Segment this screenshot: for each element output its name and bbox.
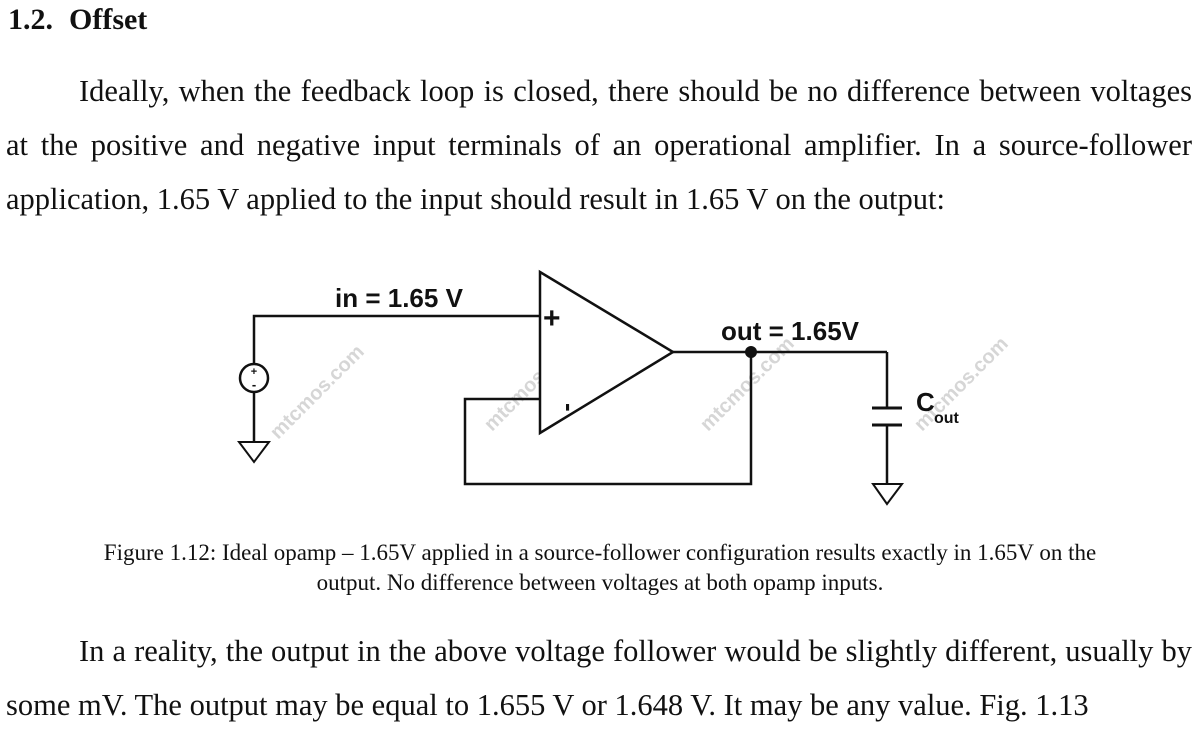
section-title: Offset xyxy=(69,3,148,36)
opamp-minus-label: - xyxy=(555,403,585,412)
capacitor-label: C xyxy=(916,387,935,417)
input-wire xyxy=(252,314,540,364)
intro-paragraph: Ideally, when the feedback loop is close… xyxy=(6,64,1192,226)
opamp-triangle xyxy=(538,269,676,436)
voltage-source: + - xyxy=(238,362,270,394)
reality-paragraph: In a reality, the output in the above vo… xyxy=(6,624,1192,732)
source-plus-label: + xyxy=(251,366,257,378)
output-label: out = 1.65V xyxy=(721,316,860,346)
source-minus-label: - xyxy=(252,377,256,392)
section-number: 1.2. xyxy=(8,3,53,36)
cap-ground-icon xyxy=(871,483,904,506)
circuit-diagram: mtcmos.com mtcmos.com mtcmos.com mtcmos.… xyxy=(237,269,1013,506)
figure-caption-line-1: Figure 1.12: Ideal opamp – 1.65V applied… xyxy=(103,540,1097,565)
watermark-1: mtcmos.com xyxy=(266,341,369,444)
capacitor-label-subscript: out xyxy=(934,410,960,427)
intro-paragraph-text: Ideally, when the feedback loop is close… xyxy=(6,74,1192,216)
source-ground-icon xyxy=(237,441,271,464)
feedback-wire xyxy=(463,352,753,486)
voltage-source-circle xyxy=(238,362,270,394)
figure-caption-line-2: output. No difference between voltages a… xyxy=(316,570,884,595)
watermark-4: mtcmos.com xyxy=(910,333,1013,436)
section-heading: 1.2. Offset xyxy=(8,0,147,40)
input-label: in = 1.65 V xyxy=(335,283,464,313)
reality-paragraph-text: In a reality, the output in the above vo… xyxy=(6,634,1192,722)
output-junction-dot xyxy=(745,346,757,358)
figure-caption: Figure 1.12: Ideal opamp – 1.65V applied… xyxy=(20,538,1180,598)
opamp-plus-label: + xyxy=(543,302,561,335)
wires xyxy=(252,314,889,486)
output-capacitor xyxy=(872,406,902,427)
